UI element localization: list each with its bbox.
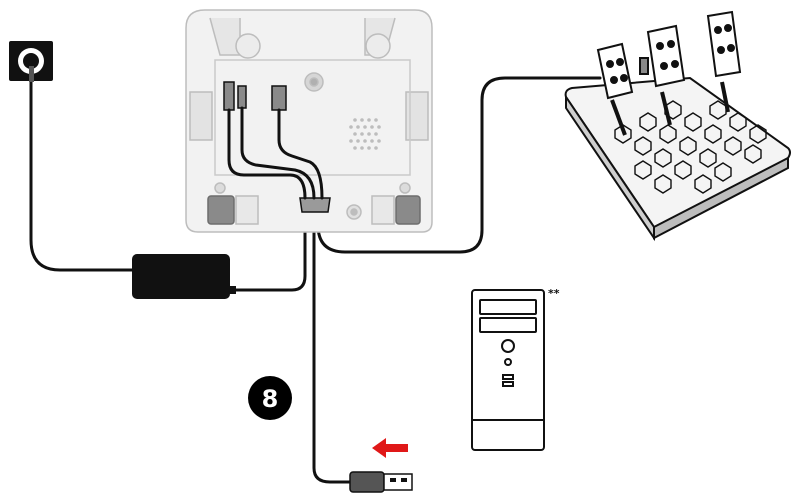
step-badge: 8: [248, 376, 292, 420]
cable-clip: [299, 197, 331, 213]
pedal-throttle: [706, 10, 742, 78]
pc-footnote-mark: **: [548, 287, 560, 300]
step-number: 8: [262, 385, 279, 413]
vent-grid: [349, 118, 381, 150]
adapter-dc-cable: [228, 208, 307, 292]
pedal-brake: [639, 24, 686, 88]
mains-cable: [29, 78, 134, 272]
usb-plug-icon: [349, 471, 413, 493]
wheel-base-back-icon: [185, 9, 433, 233]
connector-power: [223, 81, 235, 111]
base-pattern: [614, 100, 767, 194]
pedal-set-icon: [564, 10, 791, 242]
power-adapter-icon: [132, 254, 236, 299]
usb-cable: [312, 208, 354, 484]
internal-cables: [227, 106, 324, 200]
power-outlet-icon: [9, 41, 53, 82]
pc-tower-icon: [471, 289, 545, 451]
pedal-cable: [316, 76, 602, 254]
connector-usb: [271, 85, 287, 111]
cables: [29, 76, 602, 484]
pedal-clutch: [596, 42, 634, 100]
connector-aux: [237, 85, 247, 109]
arrow-left-icon: [372, 438, 408, 458]
